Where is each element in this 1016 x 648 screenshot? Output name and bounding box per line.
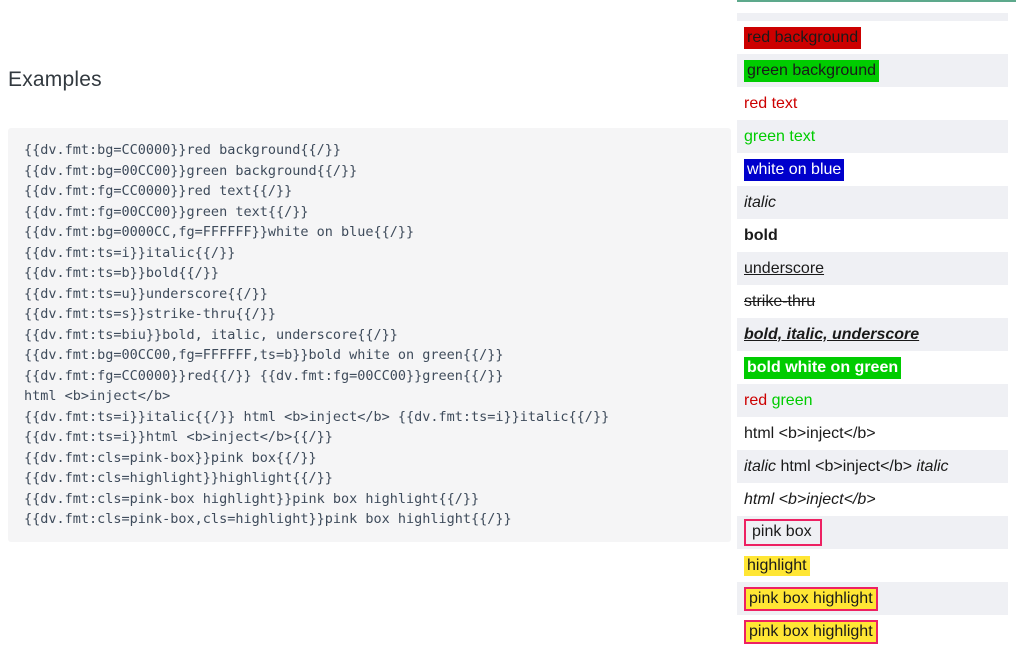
code-line: {{dv.fmt:bg=0000CC,fg=FFFFFF}}white on b… — [24, 224, 415, 240]
code-line: {{dv.fmt:bg=CC0000}}red background{{/}} — [24, 142, 341, 158]
code-line: {{dv.fmt:bg=00CC00}}green background{{/}… — [24, 162, 358, 179]
output-rows: red background green background red text gr… — [737, 21, 1008, 648]
output-text: green text — [744, 127, 816, 145]
code-line: {{dv.fmt:ts=i}}italic{{/}} html <b>injec… — [24, 408, 610, 425]
code-line: {{dv.fmt:cls=pink-box,cls=highlight}}pin… — [24, 511, 512, 527]
output-row: html <b>inject</b> — [737, 417, 1008, 450]
output-row: html <b>inject</b> — [737, 483, 1008, 516]
code-line: {{dv.fmt:ts=u}}underscore{{/}} — [24, 285, 268, 302]
code-line: html <b>inject</b> — [24, 388, 171, 404]
output-text: pink box highlight — [744, 619, 878, 644]
output-row: italic html <b>inject</b> italic — [737, 450, 1008, 483]
code-line: {{dv.fmt:fg=00CC00}}green text{{/}} — [24, 203, 309, 220]
output-row: strike-thru — [737, 285, 1008, 318]
output-row: pink box highlight — [737, 582, 1008, 615]
output-text: bold, italic, underscore — [744, 325, 920, 343]
output-text: italic — [744, 457, 777, 475]
output-row: green text — [737, 120, 1008, 153]
output-text: strike-thru — [744, 292, 816, 310]
output-text: bold white on green — [744, 356, 902, 379]
code-line: {{dv.fmt:ts=b}}bold{{/}} — [24, 265, 220, 281]
output-text: white on blue — [744, 158, 845, 181]
output-text: italic — [916, 457, 949, 475]
code-line: {{dv.fmt:fg=CC0000}}red{{/}} {{dv.fmt:fg… — [24, 367, 504, 384]
output-text: html <b>inject</b> — [744, 490, 876, 508]
output-text: html <b>inject</b> — [744, 424, 876, 442]
output-text: html <b>inject</b> — [776, 457, 917, 475]
output-text: bold — [744, 226, 778, 244]
output-text: green background — [744, 59, 879, 82]
code-line: {{dv.fmt:fg=CC0000}}red text{{/}} — [24, 183, 293, 199]
output-row: red green — [737, 384, 1008, 417]
output-row: italic — [737, 186, 1008, 219]
code-line: {{dv.fmt:ts=i}}html <b>inject</b>{{/}} — [24, 429, 333, 445]
panel-top-border — [737, 0, 1016, 2]
output-text: red — [744, 391, 768, 409]
output-text: pink box — [744, 519, 822, 546]
output-text: underscore — [744, 259, 825, 277]
examples-heading: Examples — [8, 68, 102, 91]
output-row: white on blue — [737, 153, 1008, 186]
code-line: {{dv.fmt:cls=pink-box}}pink box{{/}} — [24, 449, 317, 466]
code-block: {{dv.fmt:bg=CC0000}}red background{{/}} {… — [8, 128, 731, 542]
code-line: {{dv.fmt:bg=00CC00,fg=FFFFFF,ts=b}}bold … — [24, 347, 504, 363]
output-row: highlight — [737, 549, 1008, 582]
output-row: bold, italic, underscore — [737, 318, 1008, 351]
code-line: {{dv.fmt:cls=pink-box highlight}}pink bo… — [24, 490, 480, 507]
output-text: pink box highlight — [744, 586, 878, 611]
output-row: underscore — [737, 252, 1008, 285]
code-line: {{dv.fmt:cls=highlight}}highlight{{/}} — [24, 470, 333, 486]
output-row: green background — [737, 54, 1008, 87]
panel-gap — [737, 2, 1016, 13]
output-text: red text — [744, 94, 798, 112]
output-row: bold white on green — [737, 351, 1008, 384]
output-row: pink box highlight — [737, 615, 1008, 648]
output-text: italic — [744, 193, 777, 211]
panel-header-strip — [737, 13, 1008, 21]
output-row: pink box — [737, 516, 1008, 549]
code-line: {{dv.fmt:ts=s}}strike-thru{{/}} — [24, 306, 276, 322]
code-line: {{dv.fmt:ts=biu}}bold, italic, underscor… — [24, 326, 398, 343]
output-row: red text — [737, 87, 1008, 120]
output-row: red background — [737, 21, 1008, 54]
output-panel: red background green background red text gr… — [737, 0, 1016, 648]
code-line: {{dv.fmt:ts=i}}italic{{/}} — [24, 244, 236, 261]
output-row: bold — [737, 219, 1008, 252]
output-text: green — [771, 391, 813, 409]
output-text: red background — [744, 26, 862, 49]
output-text: highlight — [744, 555, 810, 576]
